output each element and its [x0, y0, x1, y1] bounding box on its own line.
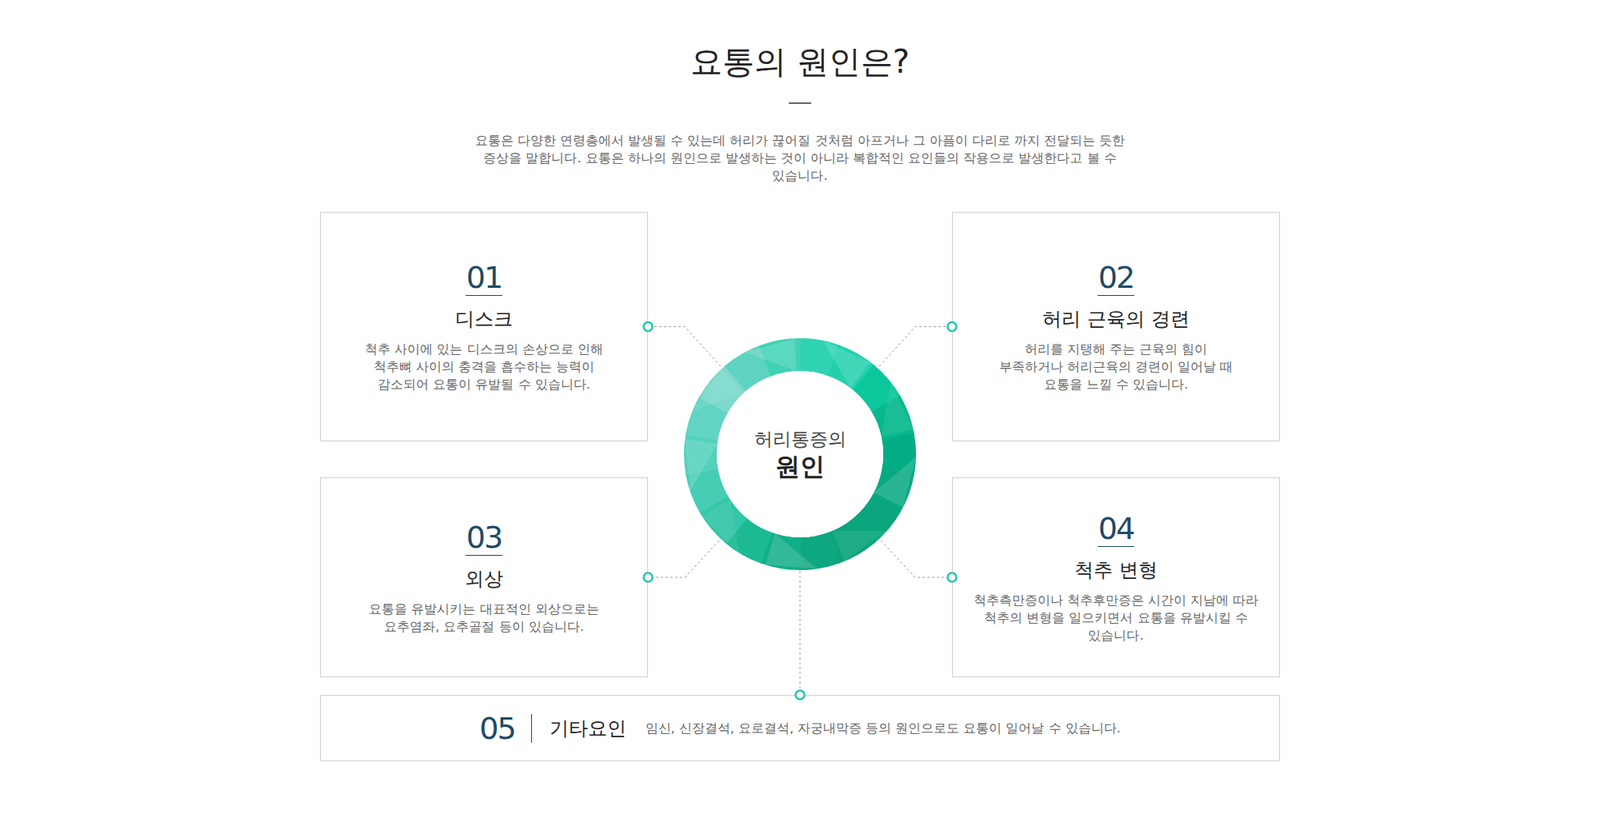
hub-title: 원인 [775, 451, 825, 482]
connector-dot [948, 573, 957, 583]
cause-description: 척추측만증이나 척추후만증은 시간이 지남에 따라 척추의 변형을 일으키면서 … [968, 592, 1264, 645]
cause-description: 허리를 지탱해 주는 근육의 힘이 부족하거나 허리근육의 경련이 일어날 때 … [996, 340, 1236, 394]
dashed-connector [880, 540, 952, 578]
callout-number: 05 [479, 711, 515, 747]
dashed-connector [648, 327, 721, 368]
callout-number: 03 [465, 520, 503, 556]
cause-description: 임신, 신장결석, 요로결석, 자궁내막증 등의 원인으로도 요통이 일어날 수… [645, 720, 1121, 738]
ring-facet [702, 499, 740, 554]
cause-heading: 허리 근육의 경련 [1042, 307, 1189, 332]
ring-facet [764, 533, 817, 569]
dashed-connector [648, 540, 720, 578]
cause-heading: 외상 [464, 567, 504, 592]
ring-facet [881, 382, 914, 437]
connector-dot [644, 322, 653, 332]
cause-box: 02 허리 근육의 경련허리를 지탱해 주는 근육의 힘이 부족하거나 허리근육의… [952, 212, 1280, 442]
cause-band: 05 기타요인 임신, 신장결석, 요로결석, 자궁내막증 등의 원인으로도 요통이… [320, 695, 1280, 762]
cause-heading: 기타요인 [549, 716, 627, 741]
intro-paragraph: 요통은 다양한 연령층에서 발생될 수 있는데 허리가 끊어질 것처럼 아프거나… [464, 132, 1136, 185]
hub-subtitle: 허리통증의 [754, 427, 847, 452]
cause-heading: 디스크 [455, 307, 513, 332]
dashed-connector [879, 327, 952, 368]
cause-description: 척추 사이에 있는 디스크의 손상으로 인해 척추뼈 사이의 충격을 흡수하는 … [364, 340, 604, 394]
hub-circle: 허리통증의원인 [684, 338, 916, 571]
dashed-connector [800, 571, 801, 696]
connector-dot [644, 573, 653, 583]
connector-dot [796, 691, 805, 700]
connector-dot [948, 322, 957, 332]
callout-number: 02 [1097, 260, 1135, 296]
cause-box: 01 디스크척추 사이에 있는 디스크의 손상으로 인해 척추뼈 사이의 충격을 … [320, 212, 648, 442]
title-rule [788, 102, 812, 104]
ring-facet [832, 531, 888, 562]
cause-box: 03 외상요통을 유발시키는 대표적인 외상으로는 요추염좌, 요추골절 등이 있… [320, 477, 648, 678]
ring-facet [684, 439, 718, 492]
callout-number: 04 [1097, 511, 1135, 548]
cause-heading: 척추 변형 [1074, 558, 1158, 583]
divider-bar [531, 714, 532, 744]
callout-number: 01 [465, 260, 503, 296]
ring-facet [744, 338, 797, 372]
page-title: 요통의 원인은? [0, 41, 1600, 82]
hub-center [716, 371, 884, 538]
cause-description: 요통을 유발시키는 대표적인 외상으로는 요추염좌, 요추골절 등이 있습니다. [364, 600, 604, 636]
cause-box: 04 척추 변형척추측만증이나 척추후만증은 시간이 지남에 따라 척추의 변형을… [952, 477, 1280, 678]
